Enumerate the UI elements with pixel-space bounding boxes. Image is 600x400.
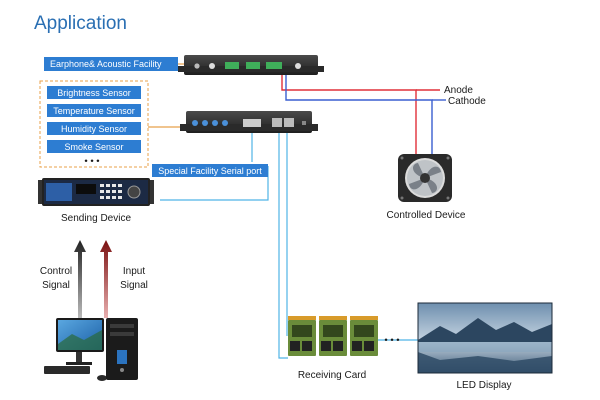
earphone-tag xyxy=(44,57,178,71)
temperature-sensor-label: Temperature Sensor xyxy=(53,106,135,116)
control-signal-label-1: Control xyxy=(40,266,72,277)
page-title: Application xyxy=(34,13,127,34)
serial-wire xyxy=(160,166,269,201)
temperature-sensor-tag xyxy=(47,104,141,117)
cathode-wire xyxy=(285,74,433,170)
brightness-sensor-label: Brightness Sensor xyxy=(57,88,131,98)
input-signal-label-2: Signal xyxy=(120,280,148,291)
network-wire-1 xyxy=(278,132,288,359)
brightness-sensor-tag xyxy=(47,86,141,99)
receiving-card-1 xyxy=(288,316,316,356)
humidity-sensor-label: Humidity Sensor xyxy=(61,124,127,134)
function-card-middle xyxy=(180,111,318,133)
fan-icon xyxy=(398,154,452,202)
sending-device-caption: Sending Device xyxy=(61,213,131,224)
computer-image xyxy=(44,318,138,381)
anode-label: Anode xyxy=(444,85,473,96)
control-signal-label-2: Signal xyxy=(42,280,70,291)
led-display-caption: LED Display xyxy=(456,380,511,391)
receiving-card-2 xyxy=(319,316,347,356)
led-display-image xyxy=(417,302,553,374)
serial-port-label: Special Facility Serial port xyxy=(158,166,262,176)
control-signal-arrow xyxy=(74,240,86,318)
serial-port-tag xyxy=(152,164,268,177)
sensor-group-box xyxy=(39,80,149,168)
function-card-top xyxy=(178,55,324,75)
sending-device-image xyxy=(38,178,154,206)
receiving-card-3 xyxy=(350,316,378,356)
receiving-card-caption: Receiving Card xyxy=(298,370,366,381)
sensor-more-dots: • • • xyxy=(84,156,99,167)
anode-wire xyxy=(281,74,417,170)
humidity-sensor-tag xyxy=(47,122,141,135)
input-signal-arrow xyxy=(100,240,112,318)
earphone-label: Earphone& Acoustic Facility xyxy=(50,59,162,69)
controlled-device-caption: Controlled Device xyxy=(387,210,466,221)
cathode-label: Cathode xyxy=(448,96,486,107)
smoke-sensor-label: Smoke Sensor xyxy=(64,142,123,152)
input-signal-label-1: Input xyxy=(123,266,145,277)
smoke-sensor-tag xyxy=(47,140,141,153)
card-more-dots: • • • xyxy=(384,335,399,346)
